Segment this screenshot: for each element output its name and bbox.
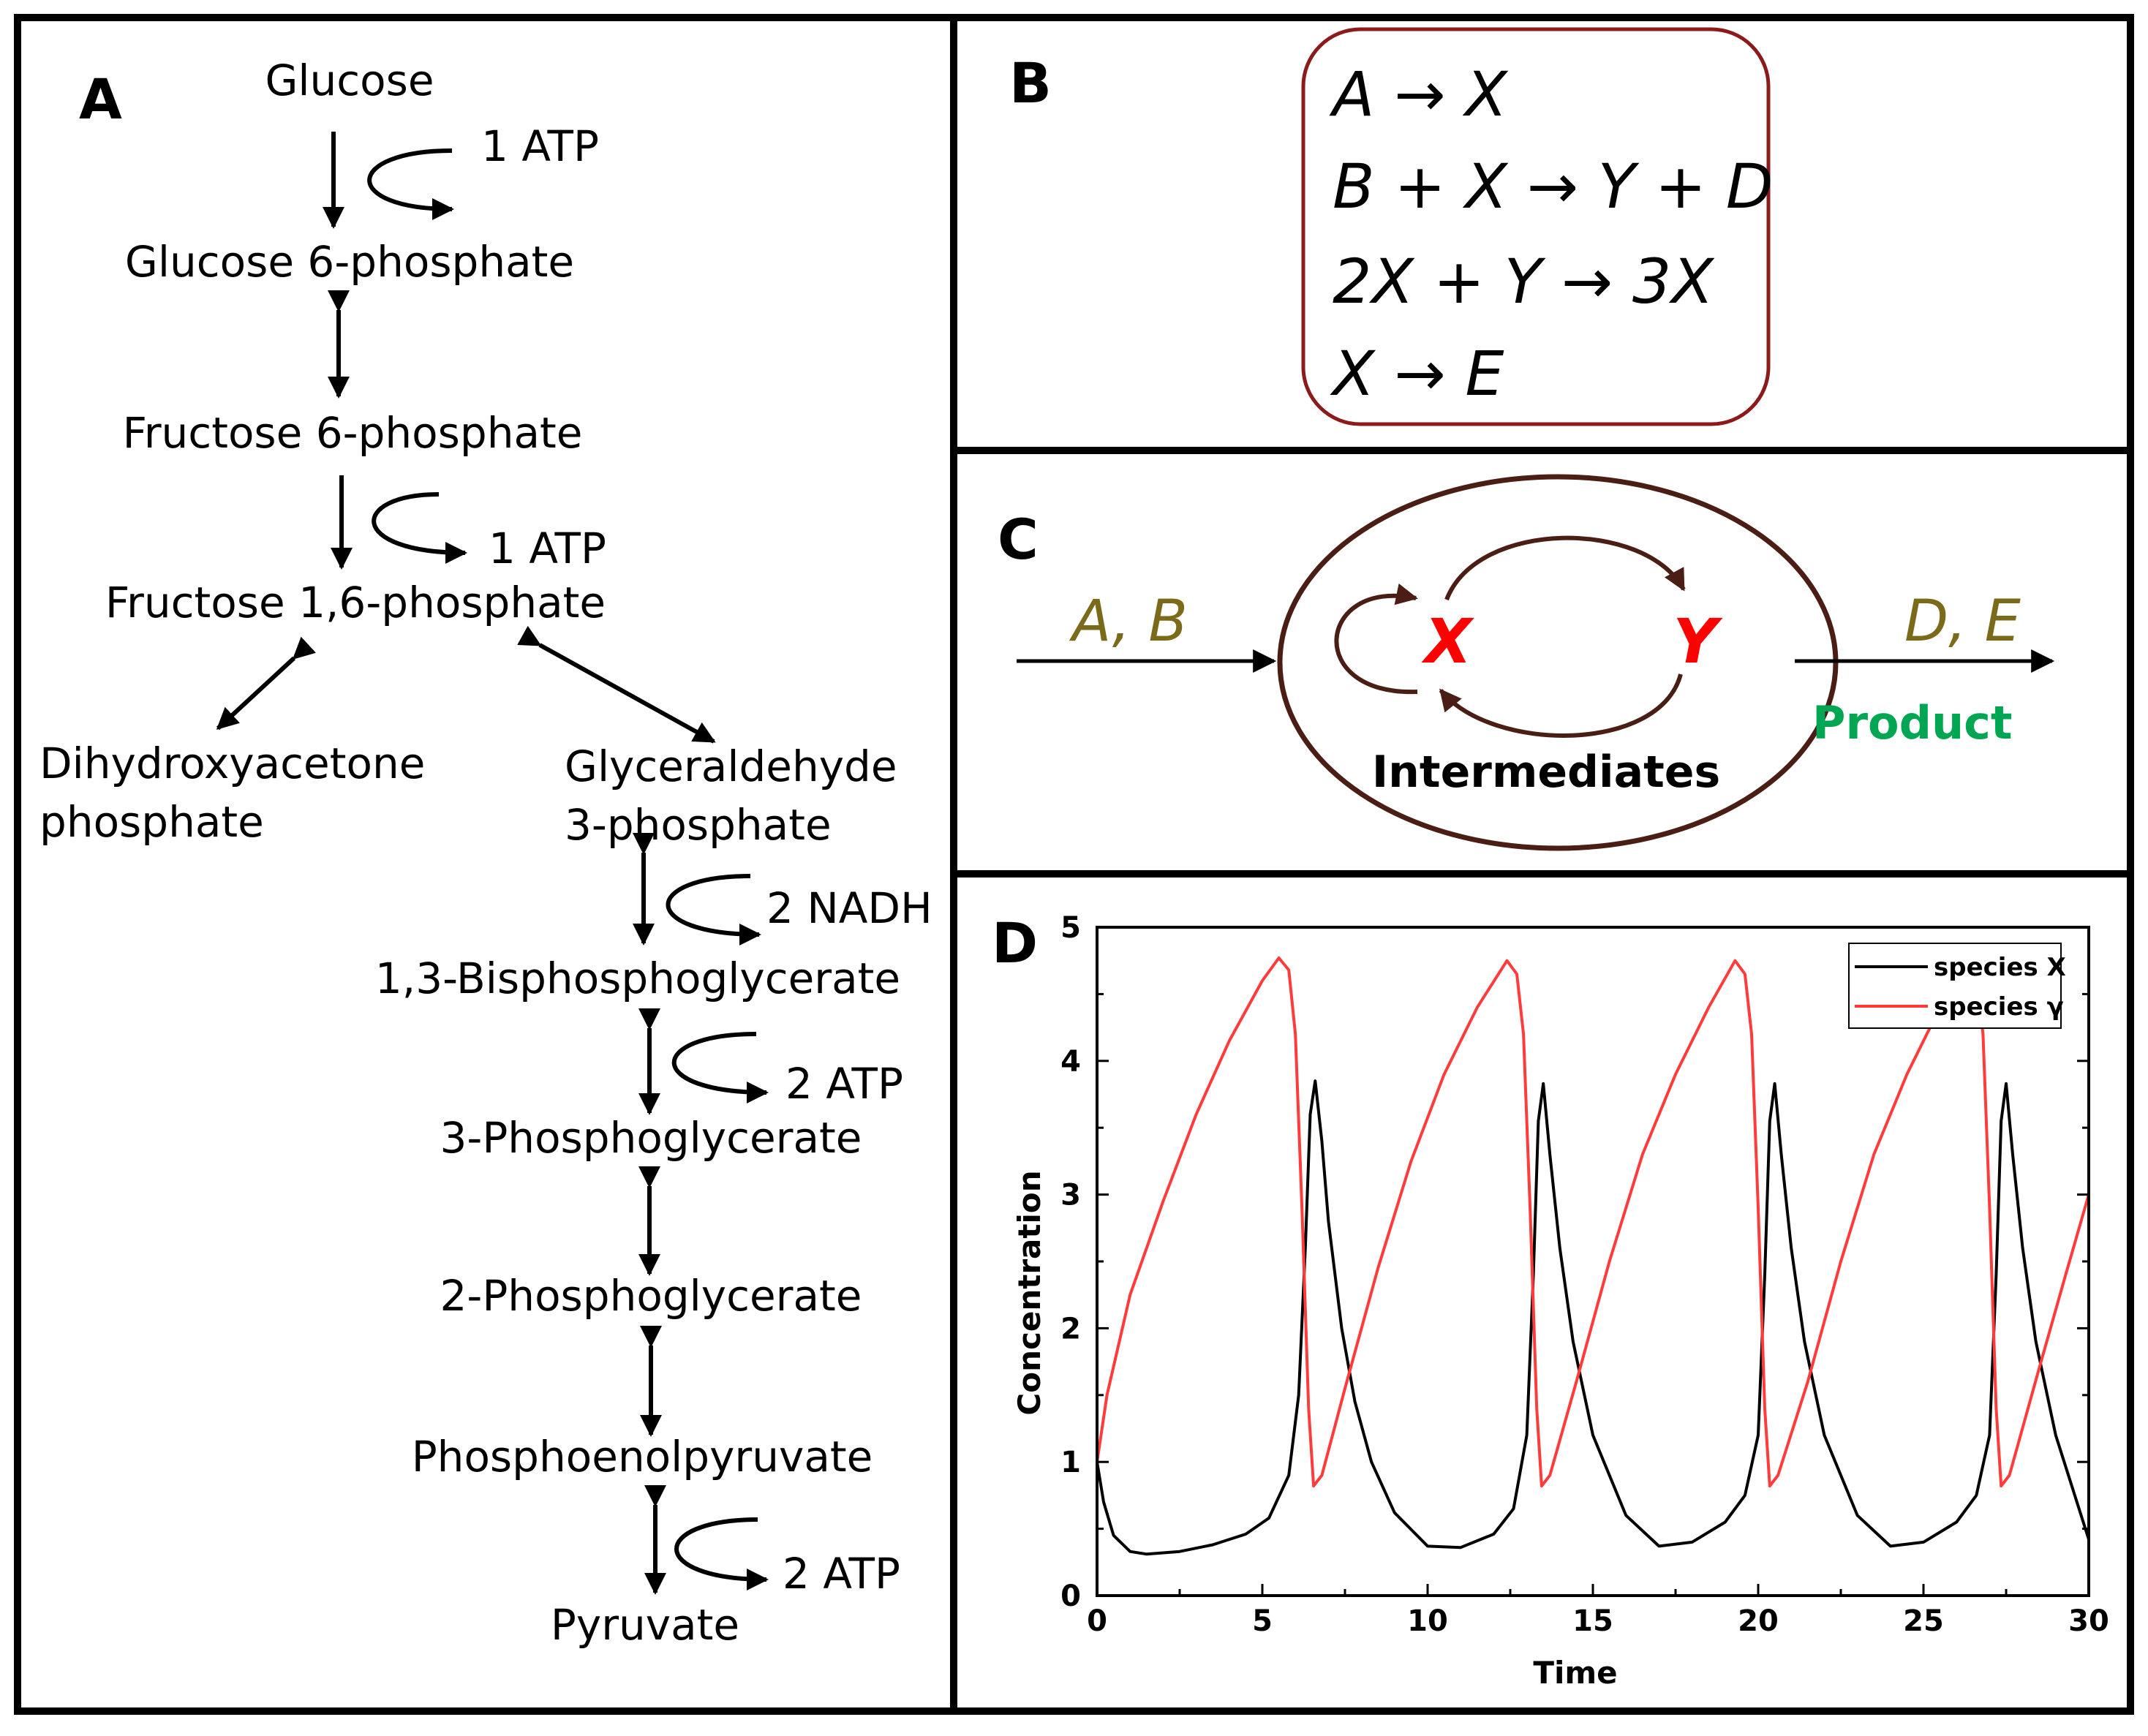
reaction-1: A → X bbox=[1329, 59, 1509, 130]
chart-plot-area: 0 5 10 15 20 25 30 0 1 2 3 4 5 species X species γ bbox=[1060, 911, 2109, 1638]
reaction-box bbox=[1301, 27, 1771, 426]
reaction-2: B + X → Y + D bbox=[1333, 151, 1774, 222]
cofactor-1-atp-phosphofructokinase: 1 ATP bbox=[489, 524, 606, 573]
panel-a-glycolysis: A Glucose Glucose 6-phosphate Fructose 6… bbox=[39, 56, 932, 1650]
y-axis-title: Concentration bbox=[1011, 1170, 1047, 1415]
loop-x-to-y bbox=[1444, 535, 1686, 601]
y-tick-label: 1 bbox=[1060, 1446, 1081, 1479]
x-tick-label: 20 bbox=[1738, 1604, 1779, 1638]
panel-letter-b: B bbox=[1009, 50, 1052, 116]
atp-curve-1 bbox=[367, 148, 454, 220]
series-line-species-y bbox=[1096, 956, 2090, 1488]
x-tick-label: 15 bbox=[1572, 1604, 1613, 1638]
loop-y-to-x bbox=[1439, 673, 1683, 738]
metabolite-glyceraldehyde-3-phosphate-line-1: Glyceraldehyde bbox=[565, 741, 897, 791]
product-label: Product bbox=[1812, 696, 2013, 750]
x-tick-label: 25 bbox=[1903, 1604, 1944, 1638]
metabolite-fructose-6-phosphate: Fructose 6-phosphate bbox=[123, 408, 583, 458]
arrow-f16p-g3p bbox=[517, 625, 716, 744]
atp-curve-4 bbox=[674, 1517, 769, 1590]
legend-box bbox=[1848, 943, 2062, 1029]
input-species-label: A, B bbox=[1069, 589, 1188, 654]
atp-curve-3 bbox=[671, 1032, 769, 1103]
output-species-label: D, E bbox=[1904, 589, 2021, 654]
atp-curve-2 bbox=[372, 492, 467, 564]
x-tick-label: 5 bbox=[1252, 1604, 1273, 1638]
reaction-4: X → E bbox=[1330, 338, 1504, 410]
y-tick-label: 0 bbox=[1060, 1580, 1081, 1613]
x-tick-label: 10 bbox=[1407, 1604, 1448, 1638]
metabolite-fructose-1-6-phosphate: Fructose 1,6-phosphate bbox=[105, 578, 606, 627]
panel-letter-a: A bbox=[79, 67, 122, 132]
y-tick-label: 2 bbox=[1060, 1312, 1081, 1346]
metabolite-pyruvate: Pyruvate bbox=[551, 1600, 739, 1650]
self-loop-x bbox=[1334, 583, 1418, 695]
species-y-label: Y bbox=[1673, 605, 1723, 677]
y-tick-label: 3 bbox=[1060, 1179, 1081, 1212]
metabolite-glyceraldehyde-3-phosphate-line-2: 3-phosphate bbox=[565, 800, 832, 850]
series-line-species-x bbox=[1096, 1079, 2090, 1556]
metabolite-2-phosphoglycerate: 2-Phosphoglycerate bbox=[440, 1271, 862, 1321]
arrow-f16p-dhap bbox=[216, 636, 317, 731]
cofactor-1-atp-hexokinase: 1 ATP bbox=[481, 121, 599, 171]
metabolite-dihydroxyacetone-phosphate-line-1: Dihydroxyacetone bbox=[39, 739, 425, 788]
metabolite-phosphoenolpyruvate: Phosphoenolpyruvate bbox=[412, 1432, 873, 1482]
cofactor-2-atp-pyruvate-kinase: 2 ATP bbox=[783, 1549, 900, 1599]
legend-label-species-y: species γ bbox=[1934, 992, 2064, 1022]
x-tick-label: 0 bbox=[1087, 1604, 1107, 1638]
legend-label-species-x: species X bbox=[1934, 953, 2066, 982]
panel-d-time-series: D 0 5 10 15 20 25 30 0 1 2 3 4 5 species X species γ T… bbox=[992, 910, 2109, 1691]
intermediates-label: Intermediates bbox=[1372, 747, 1720, 798]
y-tick-label: 5 bbox=[1060, 911, 1081, 945]
panel-letter-c: C bbox=[998, 507, 1039, 572]
panel-b-brusselator-reactions: B A → X B + X → Y + D 2X + Y → 3X X → E bbox=[1009, 27, 1774, 426]
metabolite-dihydroxyacetone-phosphate-line-2: phosphate bbox=[39, 797, 264, 847]
metabolite-glucose-6-phosphate: Glucose 6-phosphate bbox=[125, 237, 574, 287]
y-tick-label: 4 bbox=[1060, 1045, 1081, 1079]
figure-frame bbox=[14, 14, 2134, 1715]
reaction-3: 2X + Y → 3X bbox=[1333, 246, 1715, 317]
x-axis-title: Time bbox=[1533, 1655, 1617, 1691]
panel-letter-d: D bbox=[992, 910, 1038, 975]
pathway-arrows bbox=[216, 132, 769, 1595]
metabolite-3-phosphoglycerate: 3-Phosphoglycerate bbox=[440, 1113, 862, 1163]
species-x-label: X bbox=[1421, 605, 1475, 677]
cofactor-2-nadh: 2 NADH bbox=[766, 883, 932, 933]
panel-c-network-schematic: C A, B X Y Intermediates D, E Product bbox=[998, 474, 2055, 851]
nadh-curve bbox=[666, 874, 761, 946]
x-tick-label: 30 bbox=[2068, 1604, 2109, 1638]
metabolite-glucose: Glucose bbox=[265, 56, 434, 105]
cofactor-2-atp-phosphoglycerate-kinase: 2 ATP bbox=[785, 1059, 903, 1109]
metabolite-1-3-bisphosphoglycerate: 1,3-Bisphosphoglycerate bbox=[375, 954, 900, 1003]
